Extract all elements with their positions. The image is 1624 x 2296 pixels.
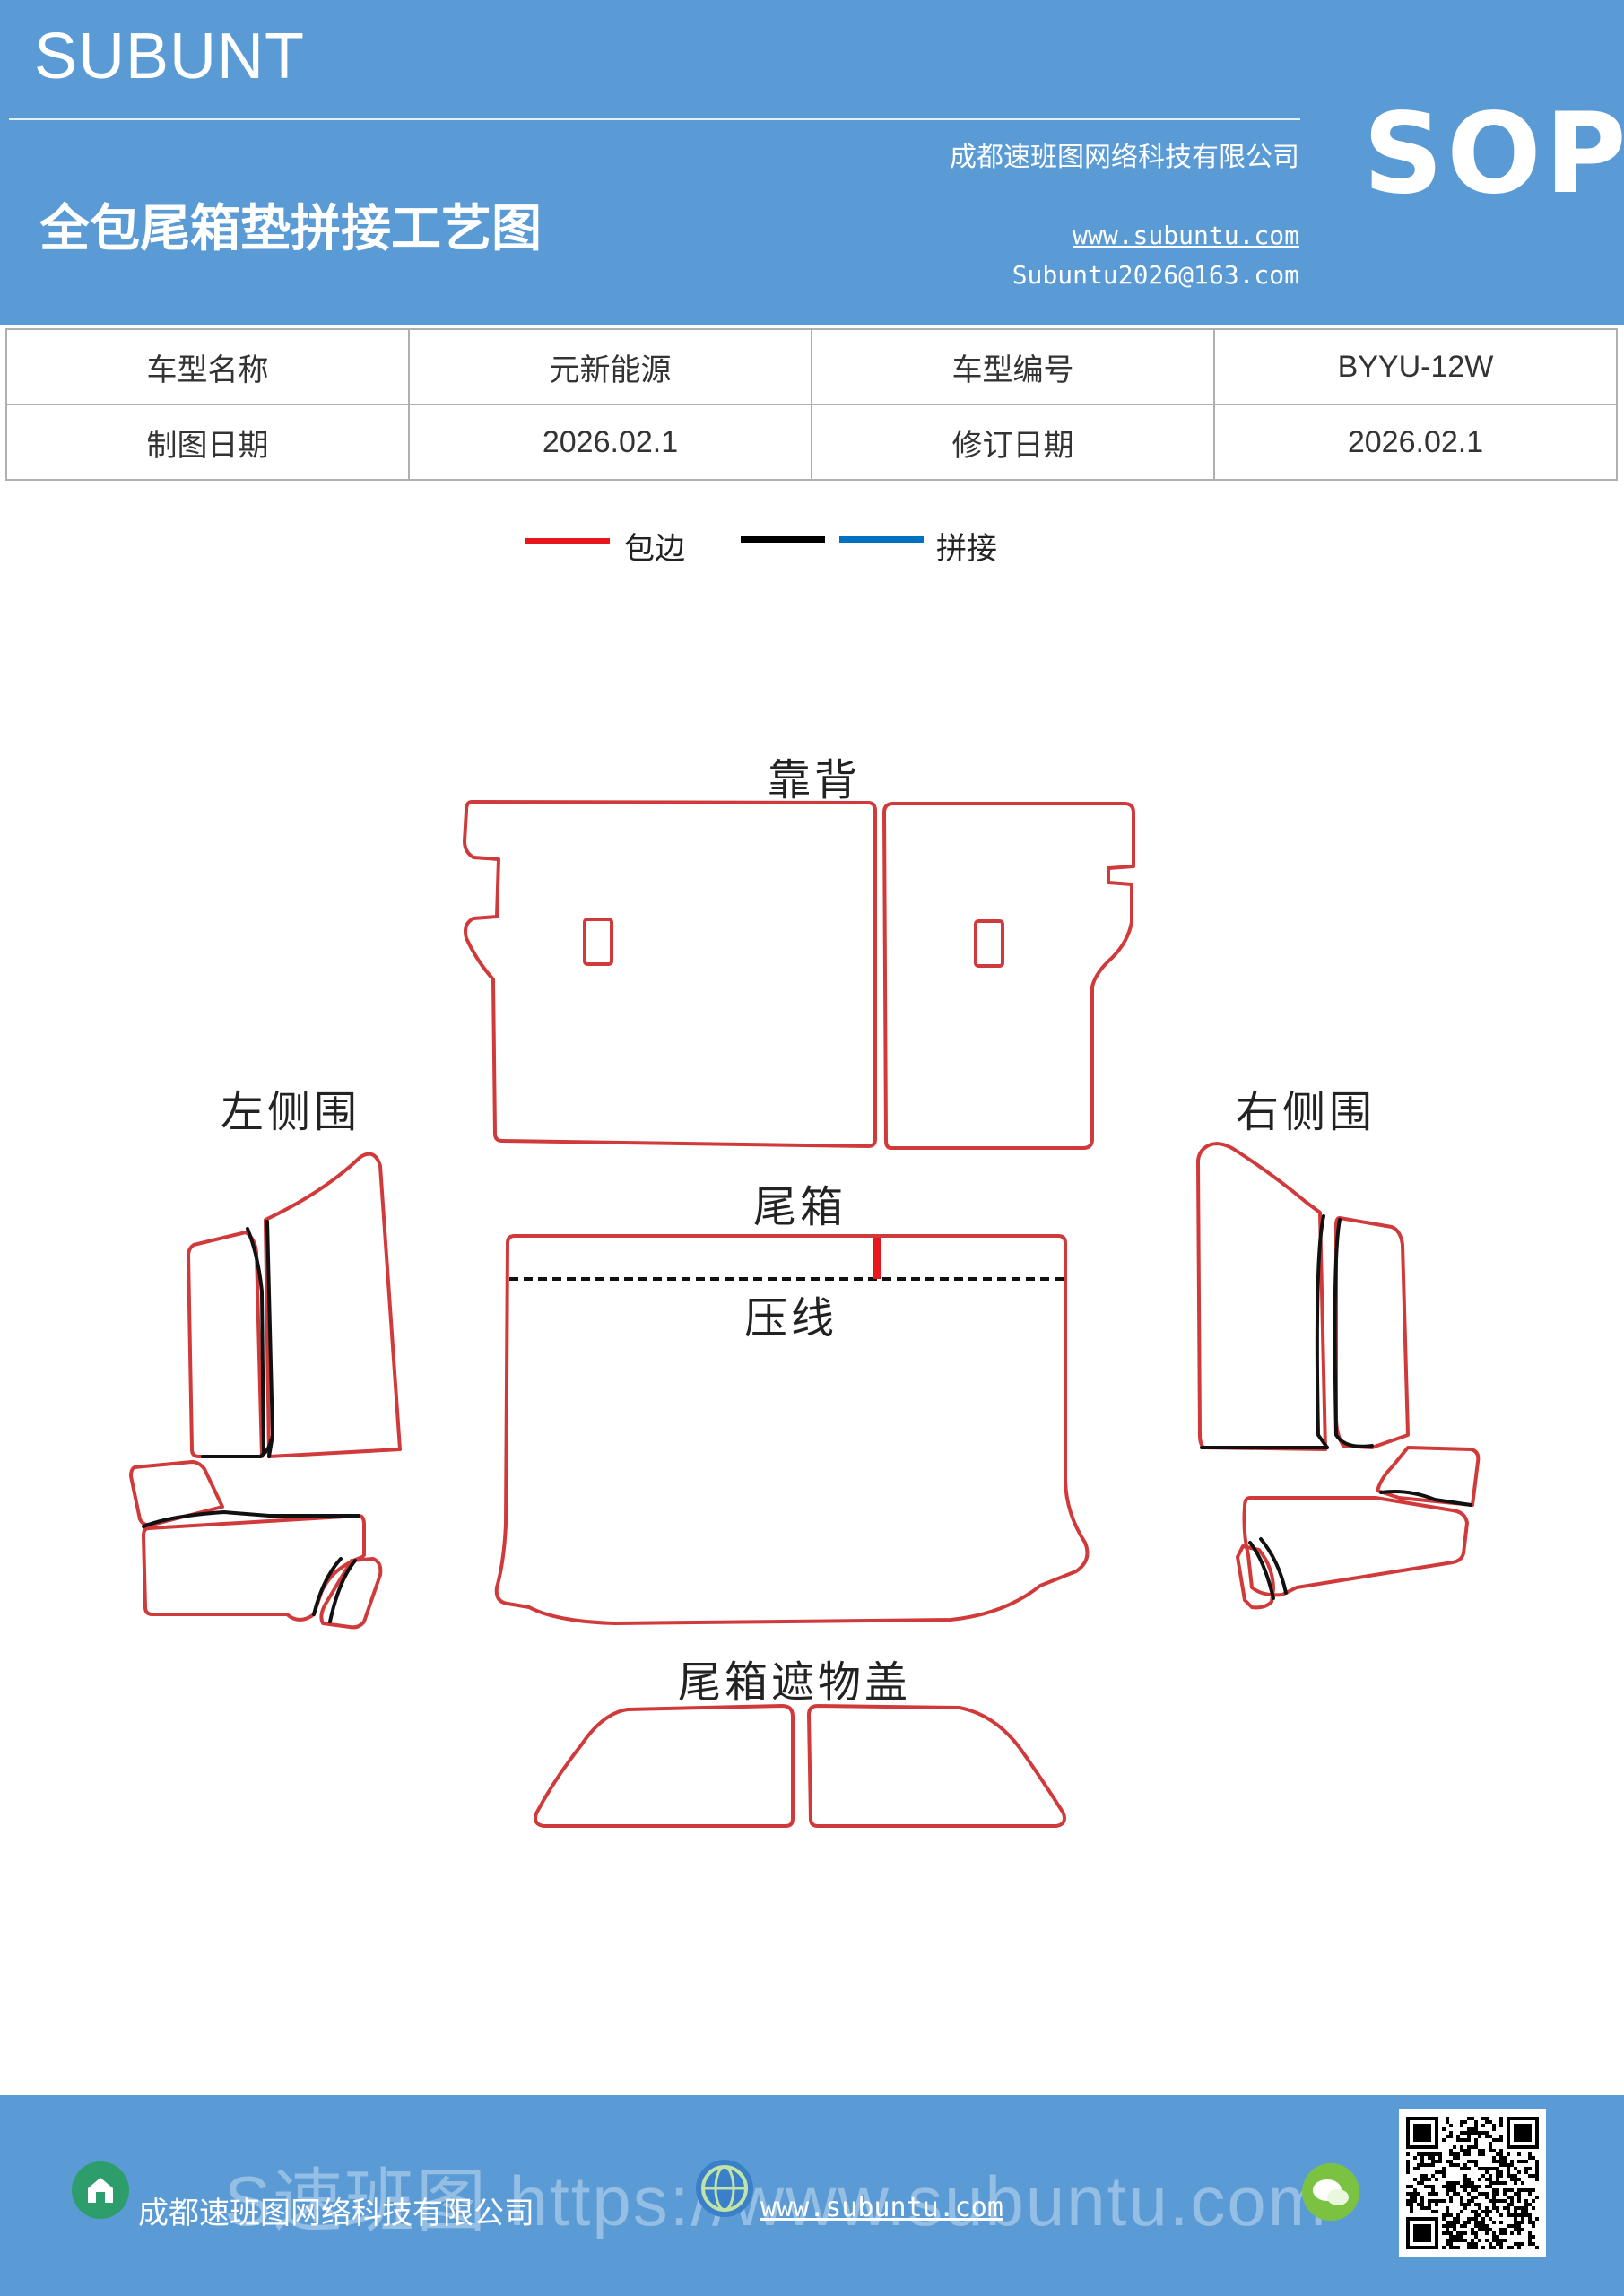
label-left-side: 左侧围 <box>221 1087 361 1137</box>
right-side-lower-strip <box>1242 1496 1469 1597</box>
email-address[interactable]: Subuntu2026@163.com <box>1012 260 1299 290</box>
footer-watermark: S速班图 https://www.subuntu.com <box>224 2161 1328 2240</box>
left-splice-1 <box>246 1227 265 1455</box>
legend-swatch-splice <box>839 536 924 543</box>
left-splice-2 <box>265 1220 274 1458</box>
table-cell: 车型编号 <box>811 328 1215 405</box>
company-name: 成都速班图网络科技有限公司 <box>950 142 1299 173</box>
legend: 包边 拼接 <box>0 520 1624 574</box>
left-splice-5 <box>312 1557 357 1623</box>
wechat-icon <box>1302 2163 1359 2221</box>
footer-website-link[interactable]: www.subuntu.com <box>760 2192 1003 2223</box>
right-side-upper-outer <box>1196 1142 1327 1451</box>
sop-badge: SOP <box>1363 90 1624 219</box>
left-splice-3 <box>201 1439 273 1458</box>
right-splice-5 <box>1248 1537 1288 1600</box>
backrest-left-slot <box>583 918 613 966</box>
right-splice-2 <box>1333 1218 1374 1448</box>
table-cell: 制图日期 <box>5 404 410 481</box>
table-row: 车型名称 元新能源 车型编号 BYYU-12W <box>5 328 1618 405</box>
right-side-lower-tip <box>1236 1544 1275 1610</box>
cargo-cover-left <box>534 1704 795 1828</box>
cargo-cover-right <box>807 1704 1066 1828</box>
legend-swatch-edging <box>525 538 610 544</box>
backrest-right-panel <box>882 802 1135 1150</box>
table-cell: 2026.02.1 <box>1213 404 1618 481</box>
header-divider <box>9 118 1300 120</box>
legend-swatch-black <box>741 536 825 543</box>
backrest-right-slot <box>974 919 1004 968</box>
right-splice-4 <box>1379 1490 1472 1507</box>
left-splice-4 <box>142 1510 360 1528</box>
backrest-left-panel <box>463 800 877 1148</box>
trunk-mat-diagram <box>129 800 1481 1828</box>
left-side-lower-strip <box>142 1514 366 1622</box>
legend-label-edging: 包边 <box>624 531 685 567</box>
label-trunk: 尾箱 <box>753 1182 847 1232</box>
label-right-side: 右侧围 <box>1236 1087 1376 1137</box>
table-cell: 修订日期 <box>811 404 1215 481</box>
right-splice-1 <box>1315 1214 1329 1449</box>
table-cell: BYYU-12W <box>1213 328 1618 405</box>
left-side-lower-tip <box>319 1557 383 1630</box>
table-cell: 车型名称 <box>5 328 410 405</box>
trunk-floor-panel <box>494 1234 1090 1625</box>
left-side-upper-outer <box>187 1231 264 1458</box>
table-cell: 元新能源 <box>408 328 812 405</box>
left-side-lower-flap <box>129 1460 224 1527</box>
right-side-upper-inner <box>1334 1216 1410 1449</box>
brand-name: SUBUNT <box>34 21 306 92</box>
document-title: 全包尾箱垫拼接工艺图 <box>39 200 542 258</box>
footer-company: 成都速班图网络科技有限公司 <box>138 2196 534 2231</box>
globe-icon <box>696 2160 753 2217</box>
header-banner: SUBUNT 全包尾箱垫拼接工艺图 成都速班图网络科技有限公司 www.subu… <box>0 0 1624 325</box>
table-cell: 2026.02.1 <box>408 404 812 481</box>
label-crease: 压线 <box>744 1293 838 1344</box>
legend-label-splice: 拼接 <box>936 531 997 567</box>
home-icon <box>72 2161 129 2219</box>
website-link[interactable]: www.subuntu.com <box>1073 221 1299 250</box>
table-row: 制图日期 2026.02.1 修订日期 2026.02.1 <box>5 404 1618 481</box>
vehicle-info-table: 车型名称 元新能源 车型编号 BYYU-12W 制图日期 2026.02.1 修… <box>5 328 1618 481</box>
label-cargo-cover: 尾箱遮物盖 <box>678 1657 912 1708</box>
left-side-upper-inner <box>264 1152 402 1458</box>
qr-code <box>1399 2109 1546 2257</box>
label-backrest: 靠背 <box>768 755 862 805</box>
